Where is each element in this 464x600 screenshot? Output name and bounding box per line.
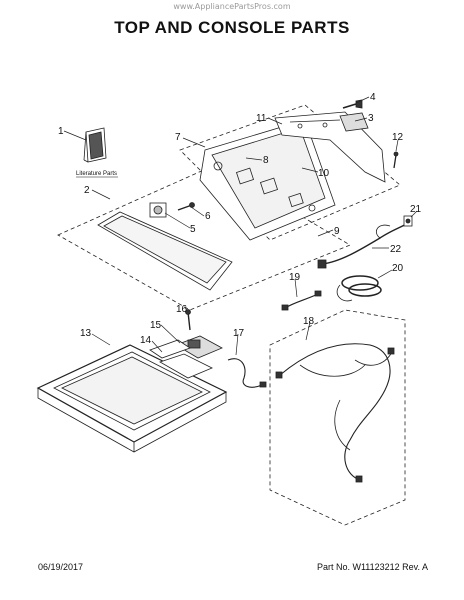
- encoder-knob-icon: [149, 202, 167, 218]
- callout-12: 12: [392, 132, 404, 143]
- rear-bracket-icon: [274, 111, 386, 183]
- callout-2: 2: [84, 185, 90, 196]
- power-cord-icon: [317, 221, 411, 269]
- callout-3: 3: [368, 113, 374, 124]
- callout-5: 5: [190, 224, 196, 235]
- callout-10: 10: [318, 168, 330, 179]
- literature-booklet-icon: [83, 127, 107, 163]
- harness-group-outline: [269, 309, 406, 526]
- callout-14: 14: [140, 335, 152, 346]
- console-shell-icon: [199, 119, 336, 241]
- page-title: TOP AND CONSOLE PARTS: [114, 18, 350, 37]
- control-panel-group-outline: [57, 164, 351, 311]
- callout-1: 1: [58, 126, 64, 137]
- callout-7: 7: [175, 132, 181, 143]
- callout-8: 8: [263, 155, 269, 166]
- panel-trim-icon: [97, 211, 233, 291]
- callout-21: 21: [410, 204, 422, 215]
- footer-part-number: Part No. W11123212 Rev. A: [316, 562, 428, 572]
- callout-9: 9: [334, 226, 340, 237]
- callout-16: 16: [176, 304, 188, 315]
- callout-numbers: 1 2 3 4 5 6 7 8 9 10 11 12 13 14 15 16 1…: [58, 92, 422, 346]
- footer-date: 06/19/2017: [38, 562, 84, 572]
- literature-parts-label: Literature Parts: [76, 171, 117, 177]
- screw-6-icon: [177, 202, 195, 211]
- sensor-wire-icon: [281, 290, 322, 311]
- wire-harness-icon: [275, 343, 395, 483]
- screw-12-icon: [393, 151, 399, 169]
- terminal-clip-icon: [403, 215, 413, 227]
- leader-lines: [63, 96, 418, 356]
- callout-20: 20: [392, 263, 404, 274]
- callout-22: 22: [390, 244, 402, 255]
- lid-switch-wire-icon: [227, 358, 267, 388]
- callout-19: 19: [289, 272, 301, 283]
- callout-4: 4: [370, 92, 376, 103]
- screw-16-icon: [185, 309, 191, 331]
- wire-bundle-icon: [336, 275, 382, 302]
- callout-18: 18: [303, 316, 315, 327]
- callout-13: 13: [80, 328, 92, 339]
- hinge-bracket-icon: [149, 339, 213, 379]
- callout-11: 11: [256, 113, 267, 124]
- watermark-text: www.AppliancePartsPros.com: [173, 2, 291, 11]
- callout-17: 17: [233, 328, 245, 339]
- lid-lock-icon: [175, 335, 223, 359]
- callout-15: 15: [150, 320, 162, 331]
- callout-6: 6: [205, 211, 211, 222]
